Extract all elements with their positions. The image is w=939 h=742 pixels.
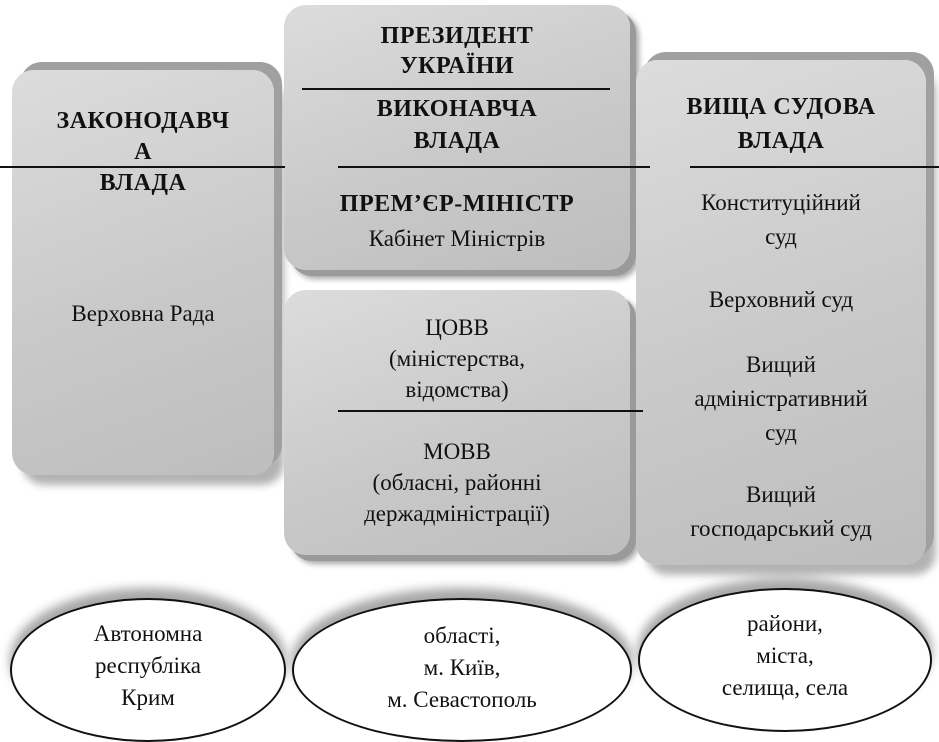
region-label: області, м. Київ, м. Севастополь (387, 623, 537, 712)
divider-executive-lower (338, 410, 643, 412)
court-item: Конституційний суд (701, 190, 861, 249)
central-executive-bodies: ЦОВВ (міністерства, відомства) (388, 315, 526, 402)
region-oval-oblasts: області, м. Київ, м. Севастополь (292, 598, 632, 742)
court-item: Верховний суд (708, 287, 854, 312)
divider-left (0, 166, 285, 168)
legislative-box: ЗАКОНОДАВЧ А ВЛАДА Верховна Рада (12, 70, 274, 475)
region-oval-crimea: Автономна республіка Крим (10, 598, 286, 742)
judicial-title: ВИЩА СУДОВА ВЛАДА (686, 94, 876, 154)
region-oval-districts: райони, міста, селища, села (638, 588, 932, 732)
region-label: райони, міста, селища, села (721, 611, 849, 700)
cabinet-label: Кабінет Міністрів (368, 226, 546, 251)
divider-right (690, 166, 939, 168)
legislative-body: Верховна Рада (71, 301, 215, 326)
region-label: Автономна республіка Крим (93, 621, 203, 710)
president-label: ПРЕЗИДЕНТ УКРАЇНИ (380, 23, 534, 79)
executive-branch-label: ВИКОНАВЧА ВЛАДА (376, 96, 538, 154)
prime-minister-label: ПРЕМ’ЄР-МІНІСТР (339, 191, 575, 217)
executive-upper-box: ПРЕЗИДЕНТ УКРАЇНИ ВИКОНАВЧА ВЛАДА ПРЕМ’Є… (284, 5, 630, 270)
local-executive-bodies: МОВВ (обласні, районні держадміністрації… (364, 439, 550, 526)
court-item: Вищий господарський суд (690, 482, 872, 541)
executive-lower-box: ЦОВВ (міністерства, відомства) МОВВ (обл… (284, 290, 630, 555)
divider-president (302, 88, 610, 90)
judicial-box: ВИЩА СУДОВА ВЛАДА Конституційний суд Вер… (636, 60, 926, 565)
court-item: Вищий адміністративний суд (694, 352, 868, 445)
legislative-title: ЗАКОНОДАВЧ А ВЛАДА (56, 108, 230, 196)
divider-center (338, 166, 650, 168)
